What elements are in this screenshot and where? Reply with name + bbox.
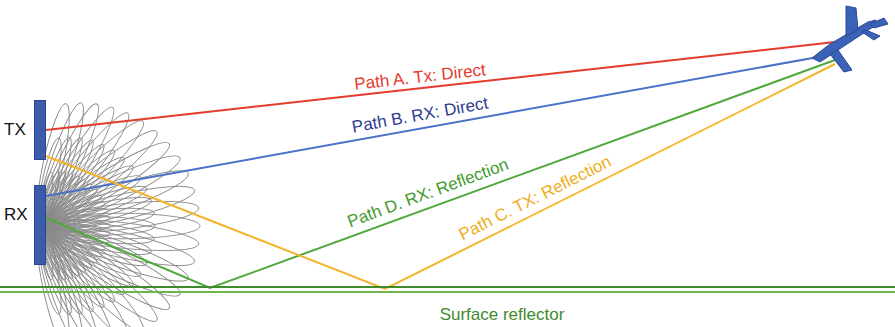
path-b-line [46, 54, 835, 196]
antenna-bar [34, 185, 46, 265]
antenna-lobe [32, 218, 152, 327]
reflector-line [0, 286, 895, 288]
path-c-line [46, 64, 835, 289]
path-d-line [46, 60, 835, 288]
antenna-bar [34, 100, 46, 160]
antenna-label: RX [4, 205, 28, 225]
antenna-panel: RX [4, 185, 48, 265]
antenna-panel: TX [4, 100, 48, 160]
reflector-line [0, 291, 895, 293]
reflector-label: Surface reflector [440, 306, 565, 323]
airplane [812, 6, 888, 72]
antenna-label: TX [4, 120, 26, 140]
